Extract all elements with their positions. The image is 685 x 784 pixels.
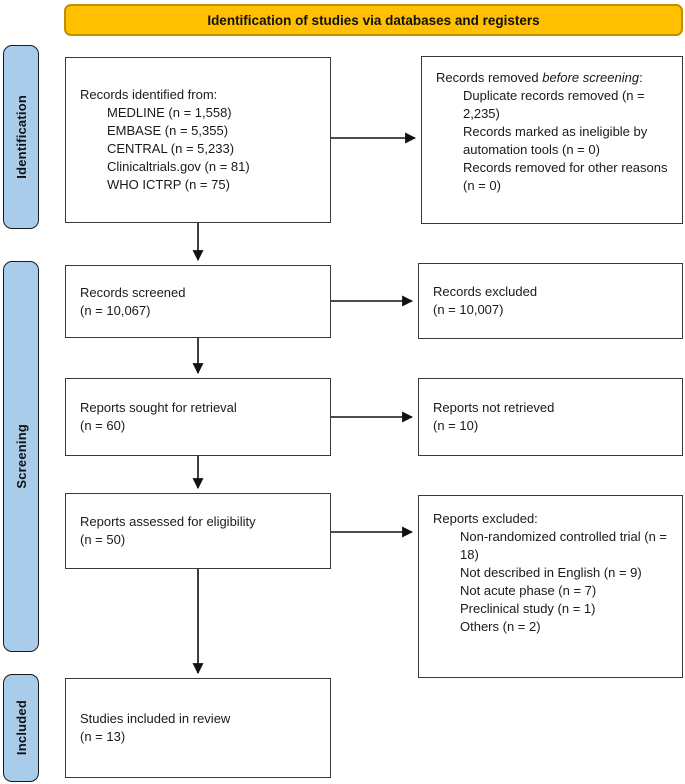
box-line: WHO ICTRP (n = 75) — [107, 177, 230, 192]
box-line: Records removed for other reasons (n = 0… — [463, 160, 668, 193]
box-count: (n = 13) — [80, 729, 126, 744]
box-title: Reports excluded: — [433, 511, 538, 526]
stage-label-identification: Identification — [3, 45, 39, 229]
box-line: Studies included in review — [80, 711, 231, 726]
box-reports-not-retrieved: Reports not retrieved (n = 10) — [418, 378, 683, 456]
box-studies-included: Studies included in review (n = 13) — [65, 678, 331, 778]
banner-identification-via-databases: Identification of studies via databases … — [64, 4, 683, 36]
box-title-text: Records removed — [436, 70, 543, 85]
box-line: Not acute phase (n = 7) — [460, 583, 597, 598]
box-reports-excluded: Reports excluded: Non-randomized control… — [418, 495, 683, 678]
box-count: (n = 10) — [433, 418, 479, 433]
stage-label-text: Screening — [13, 424, 29, 489]
box-records-screened: Records screened (n = 10,067) — [65, 265, 331, 338]
box-line: Reports assessed for eligibility — [80, 514, 256, 529]
box-line: Reports not retrieved — [433, 400, 555, 415]
box-title-text: : — [639, 70, 643, 85]
box-line: MEDLINE (n = 1,558) — [107, 105, 232, 120]
box-title: Records identified from: — [80, 87, 218, 102]
box-count: (n = 10,067) — [80, 302, 151, 318]
box-line: Records marked as ineligible by automati… — [463, 124, 648, 157]
box-title-italic: before screening — [542, 70, 640, 85]
box-line: Others (n = 2) — [460, 619, 541, 634]
stage-label-included: Included — [3, 674, 39, 782]
box-line: Non-randomized controlled trial (n = 18) — [460, 529, 668, 562]
box-line: Clinicaltrials.gov (n = 81) — [107, 159, 250, 174]
box-records-excluded: Records excluded (n = 10,007) — [418, 263, 683, 339]
stage-label-screening: Screening — [3, 261, 39, 652]
box-line: Records screened — [80, 284, 186, 300]
box-records-identified: Records identified from: MEDLINE (n = 1,… — [65, 57, 331, 223]
box-line: Duplicate records removed (n = 2,235) — [463, 88, 645, 121]
box-line: Not described in English (n = 9) — [460, 565, 642, 580]
box-count: (n = 10,007) — [433, 302, 504, 317]
box-count: (n = 50) — [80, 532, 126, 547]
box-line: Preclinical study (n = 1) — [460, 601, 596, 616]
box-records-removed: Records removed before screening: Duplic… — [421, 56, 683, 224]
stage-label-text: Included — [13, 700, 29, 756]
stage-label-text: Identification — [13, 95, 29, 179]
box-line: Reports sought for retrieval — [80, 400, 237, 415]
box-line: CENTRAL (n = 5,233) — [107, 141, 235, 156]
box-count: (n = 60) — [80, 418, 126, 433]
box-line: Records excluded — [433, 284, 538, 299]
box-reports-assessed: Reports assessed for eligibility (n = 50… — [65, 493, 331, 569]
banner-label: Identification of studies via databases … — [207, 12, 540, 28]
box-reports-sought: Reports sought for retrieval (n = 60) — [65, 378, 331, 456]
box-title: Records removed before screening: — [436, 69, 674, 87]
box-line: EMBASE (n = 5,355) — [107, 123, 229, 138]
